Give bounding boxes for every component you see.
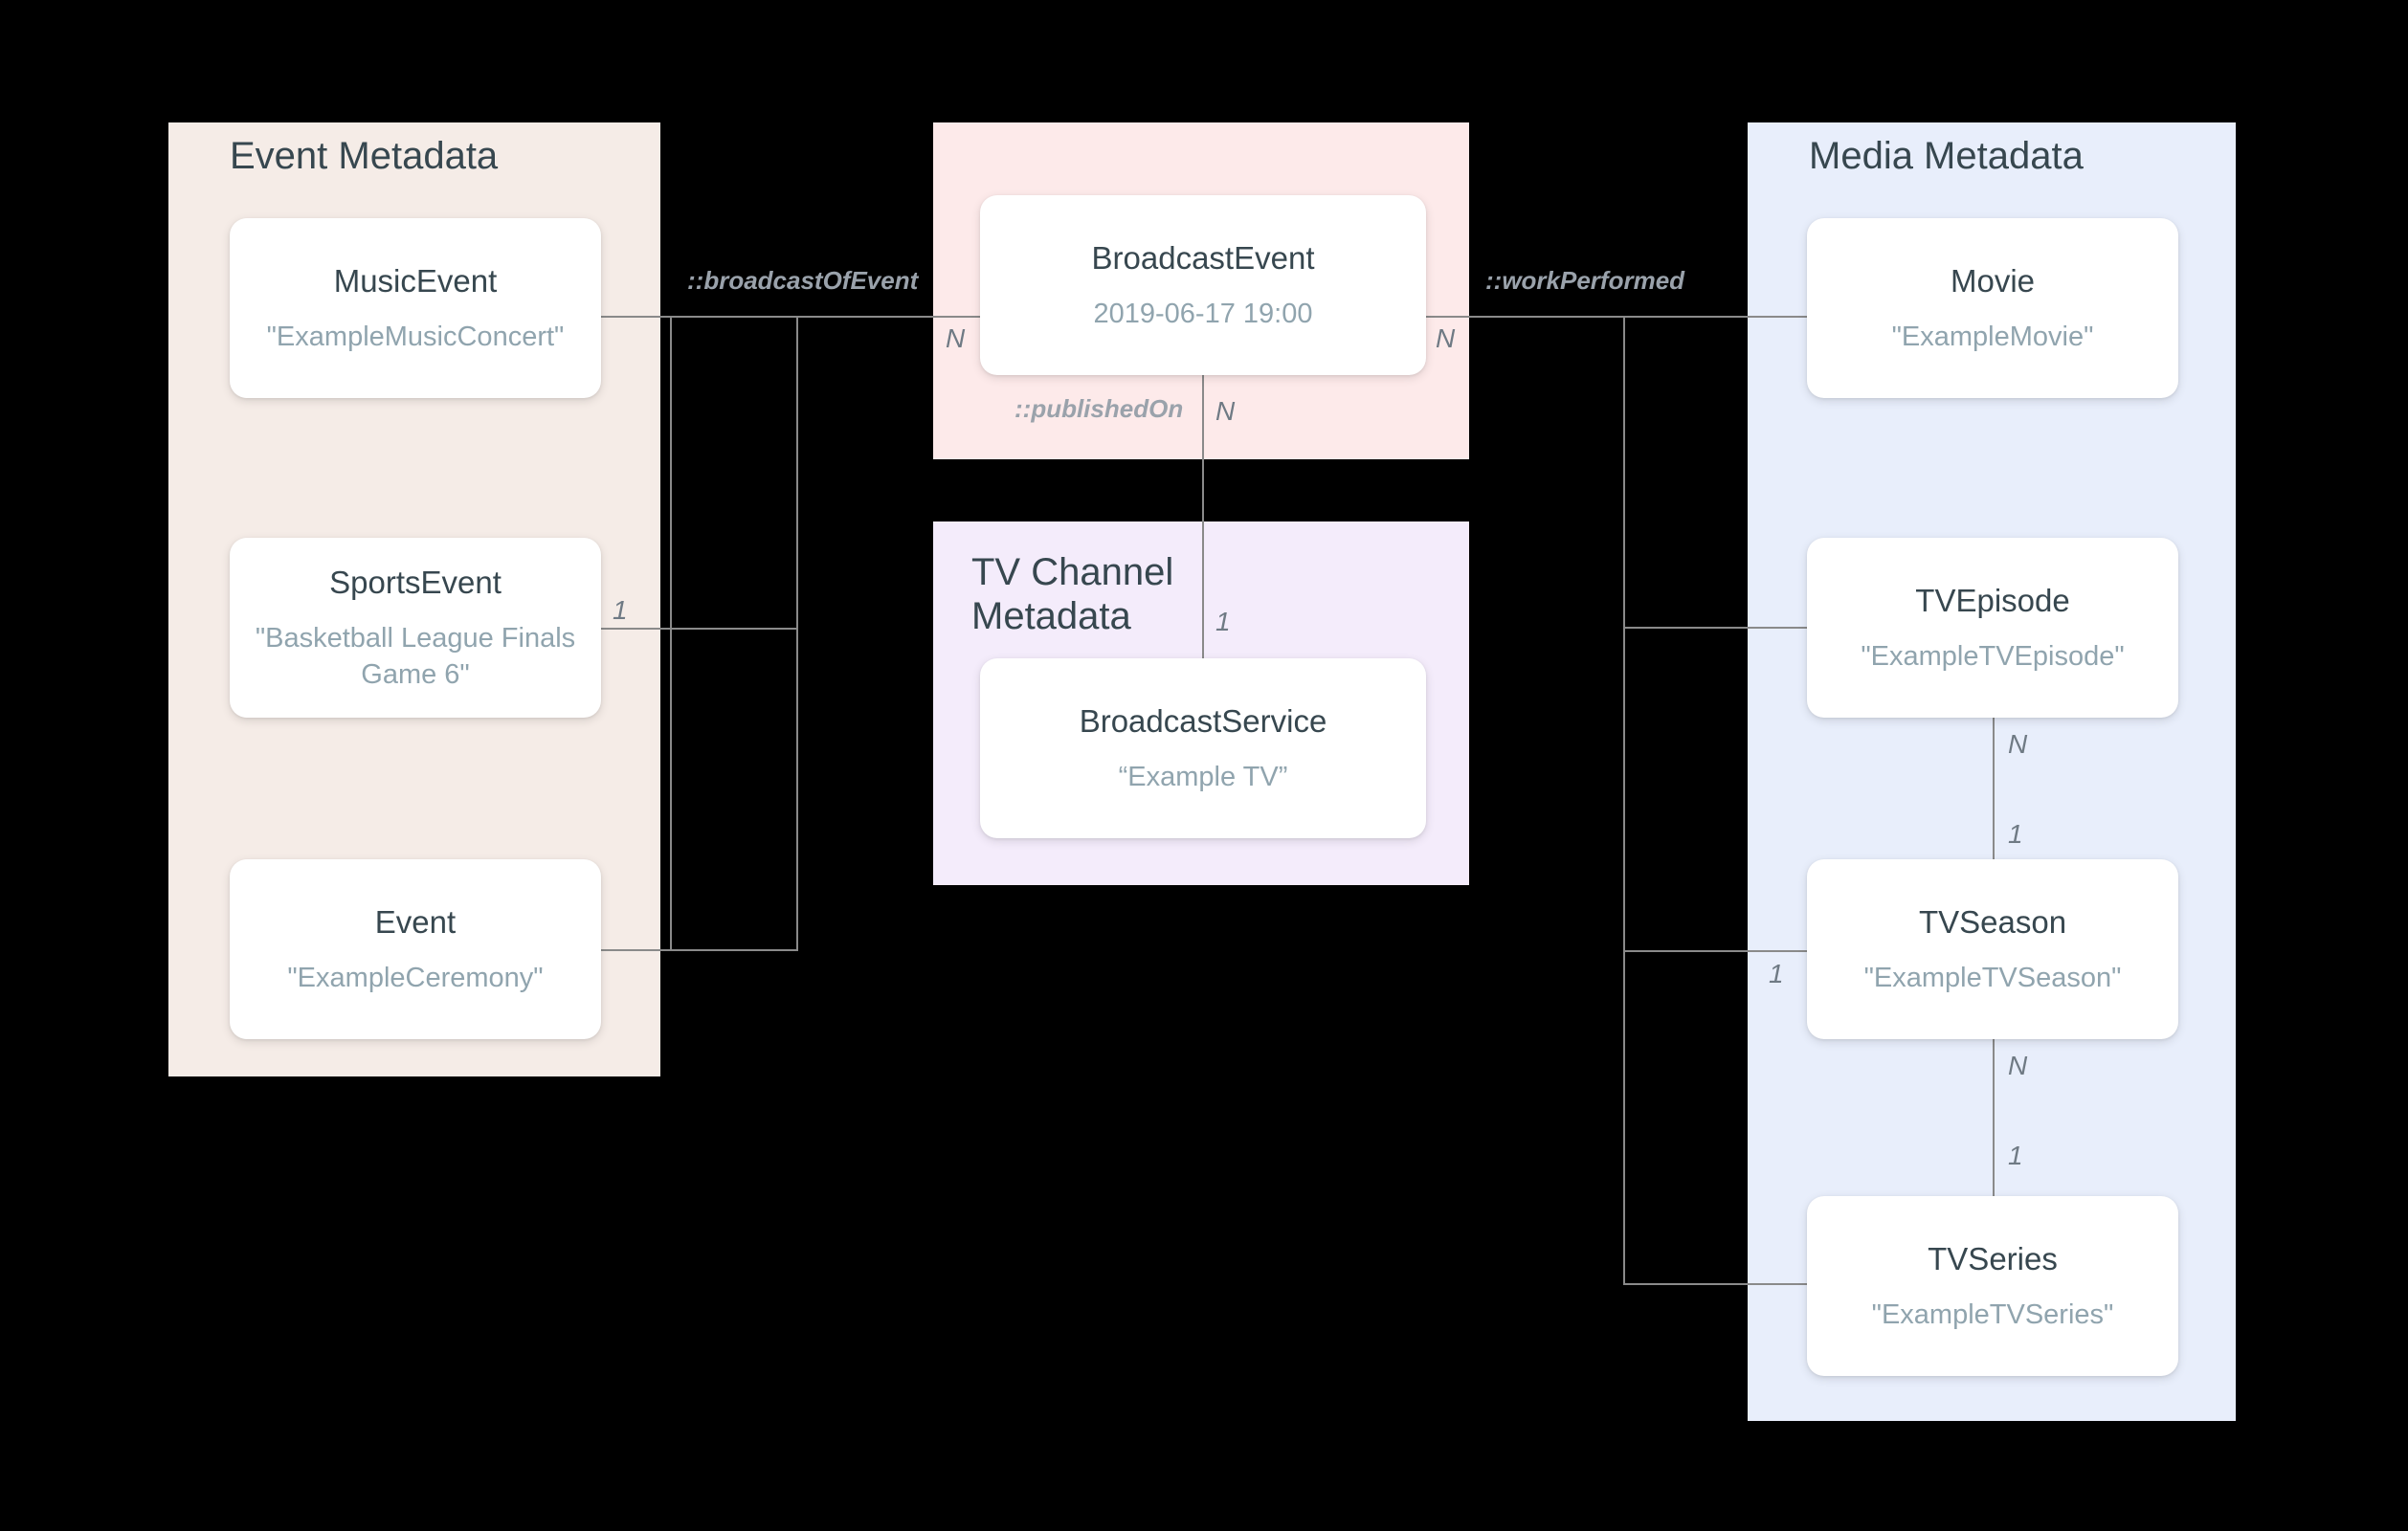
node-broadcastevent-type: BroadcastEvent xyxy=(1091,239,1315,276)
node-musicevent[interactable]: MusicEvent "ExampleMusicConcert" xyxy=(230,218,601,398)
group-title-media-metadata: Media Metadata xyxy=(1809,135,2084,177)
node-sportsevent-value: "Basketball League Finals Game 6" xyxy=(255,622,576,690)
node-broadcastservice-type: BroadcastService xyxy=(1079,702,1327,739)
group-title-tv-channel-metadata: TV Channel Metadata xyxy=(971,551,1174,637)
cardinality-sportsevent-right: 1 xyxy=(613,595,628,625)
connector-bus-tvepisode-h xyxy=(1623,627,1807,629)
edge-label-work-performed: ::workPerformed xyxy=(1485,266,1685,295)
node-tvseries-value: "ExampleTVSeries" xyxy=(1871,1298,2114,1330)
connector-bus-tvseries-h xyxy=(1623,1283,1807,1285)
node-event-type: Event xyxy=(374,903,457,940)
node-tvepisode[interactable]: TVEpisode "ExampleTVEpisode" xyxy=(1807,538,2178,718)
group-title-event-metadata: Event Metadata xyxy=(230,135,499,177)
edge-label-broadcast-of-event: ::broadcastOfEvent xyxy=(687,266,919,295)
node-tvseries[interactable]: TVSeries "ExampleTVSeries" xyxy=(1807,1196,2178,1376)
cardinality-tvseason-bottom: N xyxy=(2008,1051,2028,1080)
cardinality-broadcastservice-top: 1 xyxy=(1215,607,1231,636)
node-broadcastservice[interactable]: BroadcastService “Example TV” xyxy=(980,658,1426,838)
node-broadcastevent[interactable]: BroadcastEvent 2019-06-17 19:00 xyxy=(980,195,1426,375)
connector-sportsevent-h xyxy=(601,628,796,630)
node-broadcastservice-value: “Example TV” xyxy=(1118,761,1288,792)
cardinality-broadcastevent-right: N xyxy=(1436,323,1456,353)
cardinality-tvepisode-bottom: N xyxy=(2008,729,2028,759)
node-movie-type: Movie xyxy=(1950,262,2036,299)
node-musicevent-value: "ExampleMusicConcert" xyxy=(266,321,565,352)
node-tvepisode-value: "ExampleTVEpisode" xyxy=(1861,640,2125,672)
node-sportsevent-type: SportsEvent xyxy=(329,564,502,600)
node-movie[interactable]: Movie "ExampleMovie" xyxy=(1807,218,2178,398)
node-musicevent-type: MusicEvent xyxy=(333,262,498,299)
node-tvseries-type: TVSeries xyxy=(1928,1240,2058,1276)
cardinality-tvseries-top: 1 xyxy=(2008,1141,2023,1170)
connector-event-riser-v xyxy=(670,316,672,949)
connector-musicevent-h xyxy=(601,316,796,318)
connector-bus-tvseason-h xyxy=(1623,950,1807,952)
node-tvseason[interactable]: TVSeason "ExampleTVSeason" xyxy=(1807,859,2178,1039)
node-event-value: "ExampleCeremony" xyxy=(287,962,544,993)
cardinality-broadcastevent-left: N xyxy=(946,323,966,353)
connector-bus-to-broadcastevent xyxy=(796,316,980,318)
node-movie-value: "ExampleMovie" xyxy=(1891,321,2094,352)
connector-media-bus-v xyxy=(1623,316,1625,1285)
connector-tvseason-tvseries-v xyxy=(1993,1039,1995,1196)
connector-workperformed-h xyxy=(1426,316,1807,318)
node-sportsevent[interactable]: SportsEvent "Basketball League Finals Ga… xyxy=(230,538,601,718)
connector-event-h xyxy=(601,949,796,951)
cardinality-tvseason-left: 1 xyxy=(1769,959,1784,988)
connector-event-bus-v xyxy=(796,316,798,951)
node-tvseason-type: TVSeason xyxy=(1918,903,2067,940)
node-tvepisode-type: TVEpisode xyxy=(1915,582,2070,618)
connector-tvepisode-tvseason-v xyxy=(1993,718,1995,859)
node-tvseason-value: "ExampleTVSeason" xyxy=(1863,962,2122,993)
edge-label-published-on: ::publishedOn xyxy=(1014,394,1184,423)
node-event[interactable]: Event "ExampleCeremony" xyxy=(230,859,601,1039)
connector-publishedon-v xyxy=(1202,375,1204,658)
node-broadcastevent-value: 2019-06-17 19:00 xyxy=(1093,298,1313,329)
cardinality-tvseason-top: 1 xyxy=(2008,819,2023,849)
cardinality-broadcastevent-bottom: N xyxy=(1215,396,1236,426)
